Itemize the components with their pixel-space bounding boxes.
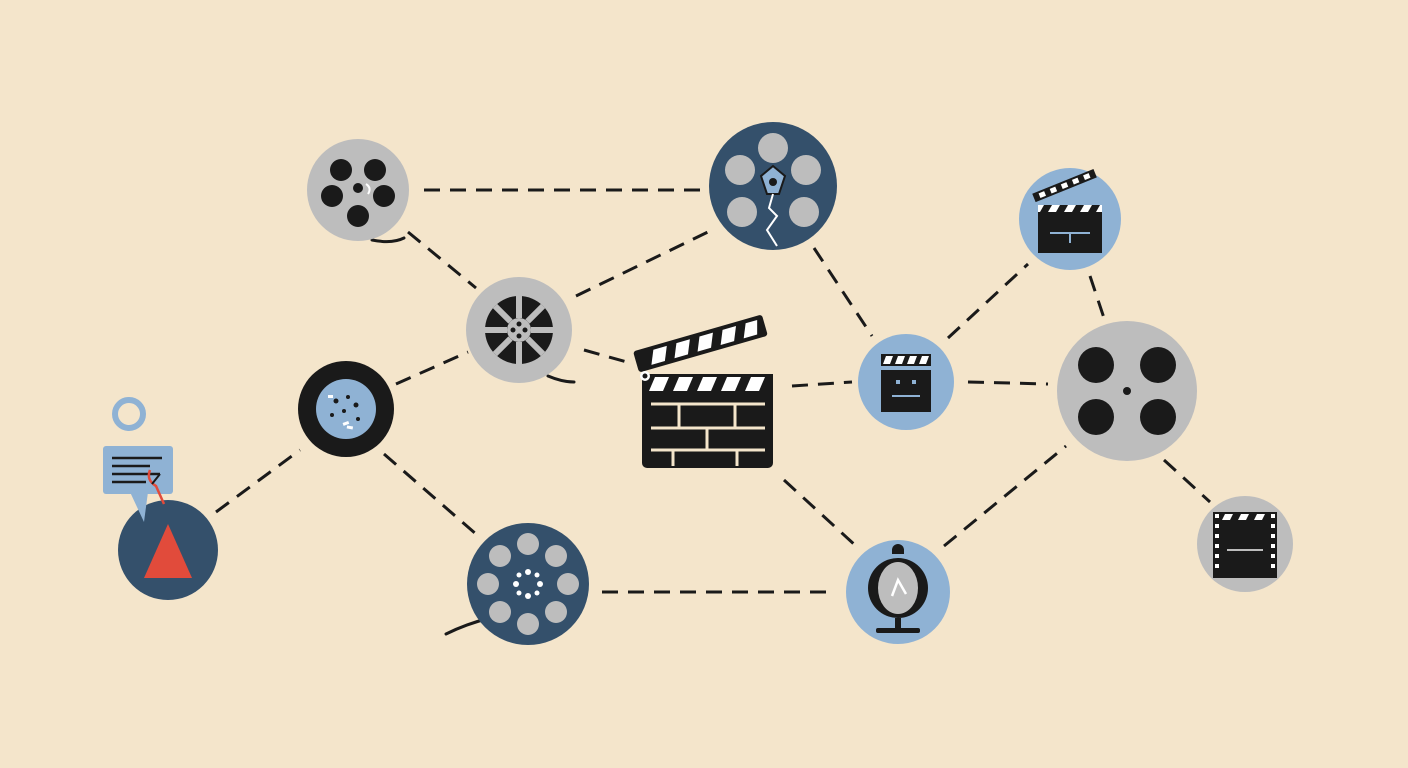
connector-line [215, 448, 301, 514]
film-disc-icon [298, 361, 394, 457]
film-reel-icon [307, 139, 409, 241]
connector-line [946, 262, 1030, 340]
film-reel-icon [467, 523, 589, 645]
connector-lines [215, 188, 1212, 594]
connector-line [791, 380, 853, 388]
connector-line [943, 444, 1067, 548]
stage-lamp-icon [846, 540, 950, 644]
connector-line [1162, 458, 1212, 504]
warning-triangle-icon [118, 500, 218, 600]
connector-line [967, 380, 1049, 386]
film-reel-icon [1057, 321, 1197, 461]
connector-line [782, 478, 858, 548]
film-tail [546, 374, 576, 384]
film-reel-icon [709, 122, 837, 250]
film-frame-icon [1197, 496, 1293, 592]
connector-line [1088, 275, 1106, 319]
chat-bubble-icon [103, 397, 173, 522]
film-tail [370, 236, 406, 244]
clapperboard-icon [1019, 168, 1121, 270]
connector-line [583, 348, 635, 366]
film-reel-icon [466, 277, 572, 383]
connector-line [407, 230, 477, 290]
connector-line [395, 350, 469, 386]
connector-line [575, 228, 713, 298]
clapperboard-icon [633, 315, 773, 468]
connector-line [383, 452, 477, 536]
connector-line [812, 247, 874, 337]
clapperboard-icon [858, 334, 954, 430]
